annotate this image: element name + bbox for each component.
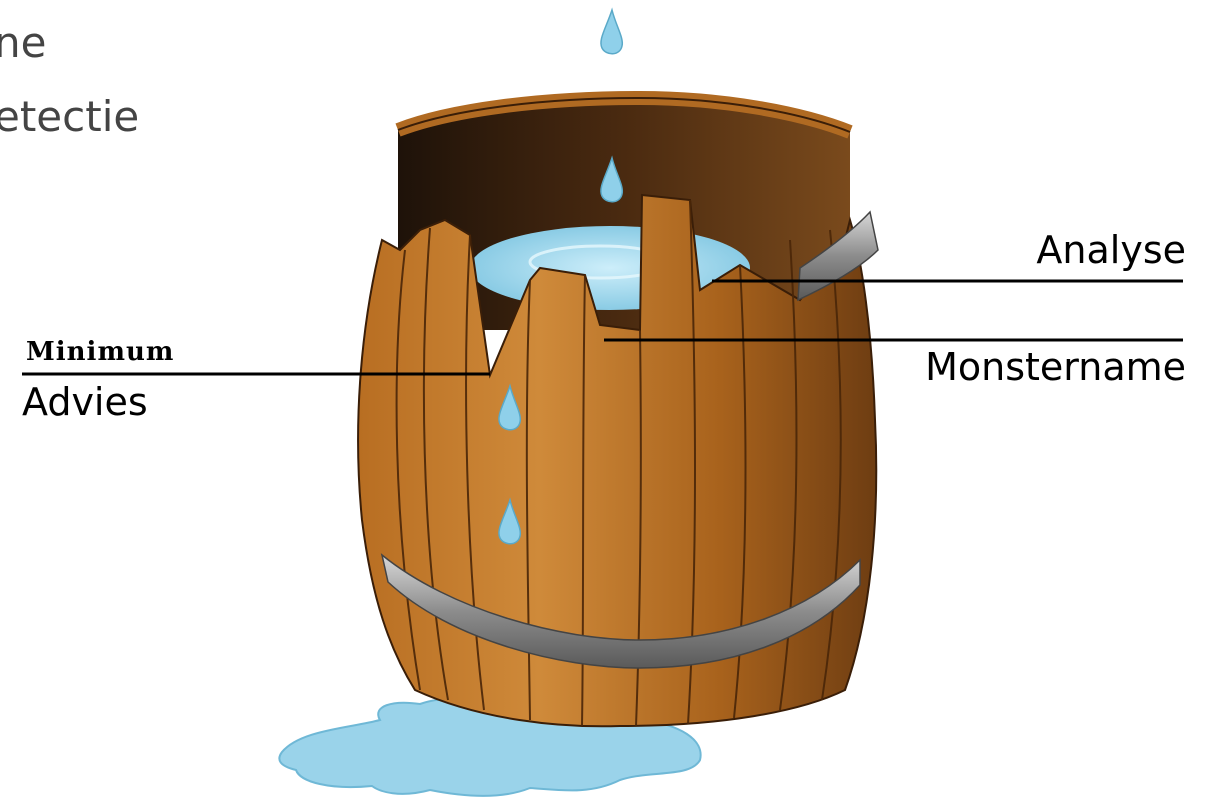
label-minimum: Minimum	[26, 337, 174, 367]
drop-top	[601, 10, 622, 54]
label-analyse: Analyse	[1036, 228, 1186, 272]
label-monstername: Monstername	[925, 345, 1186, 389]
label-advies: Advies	[22, 380, 148, 424]
